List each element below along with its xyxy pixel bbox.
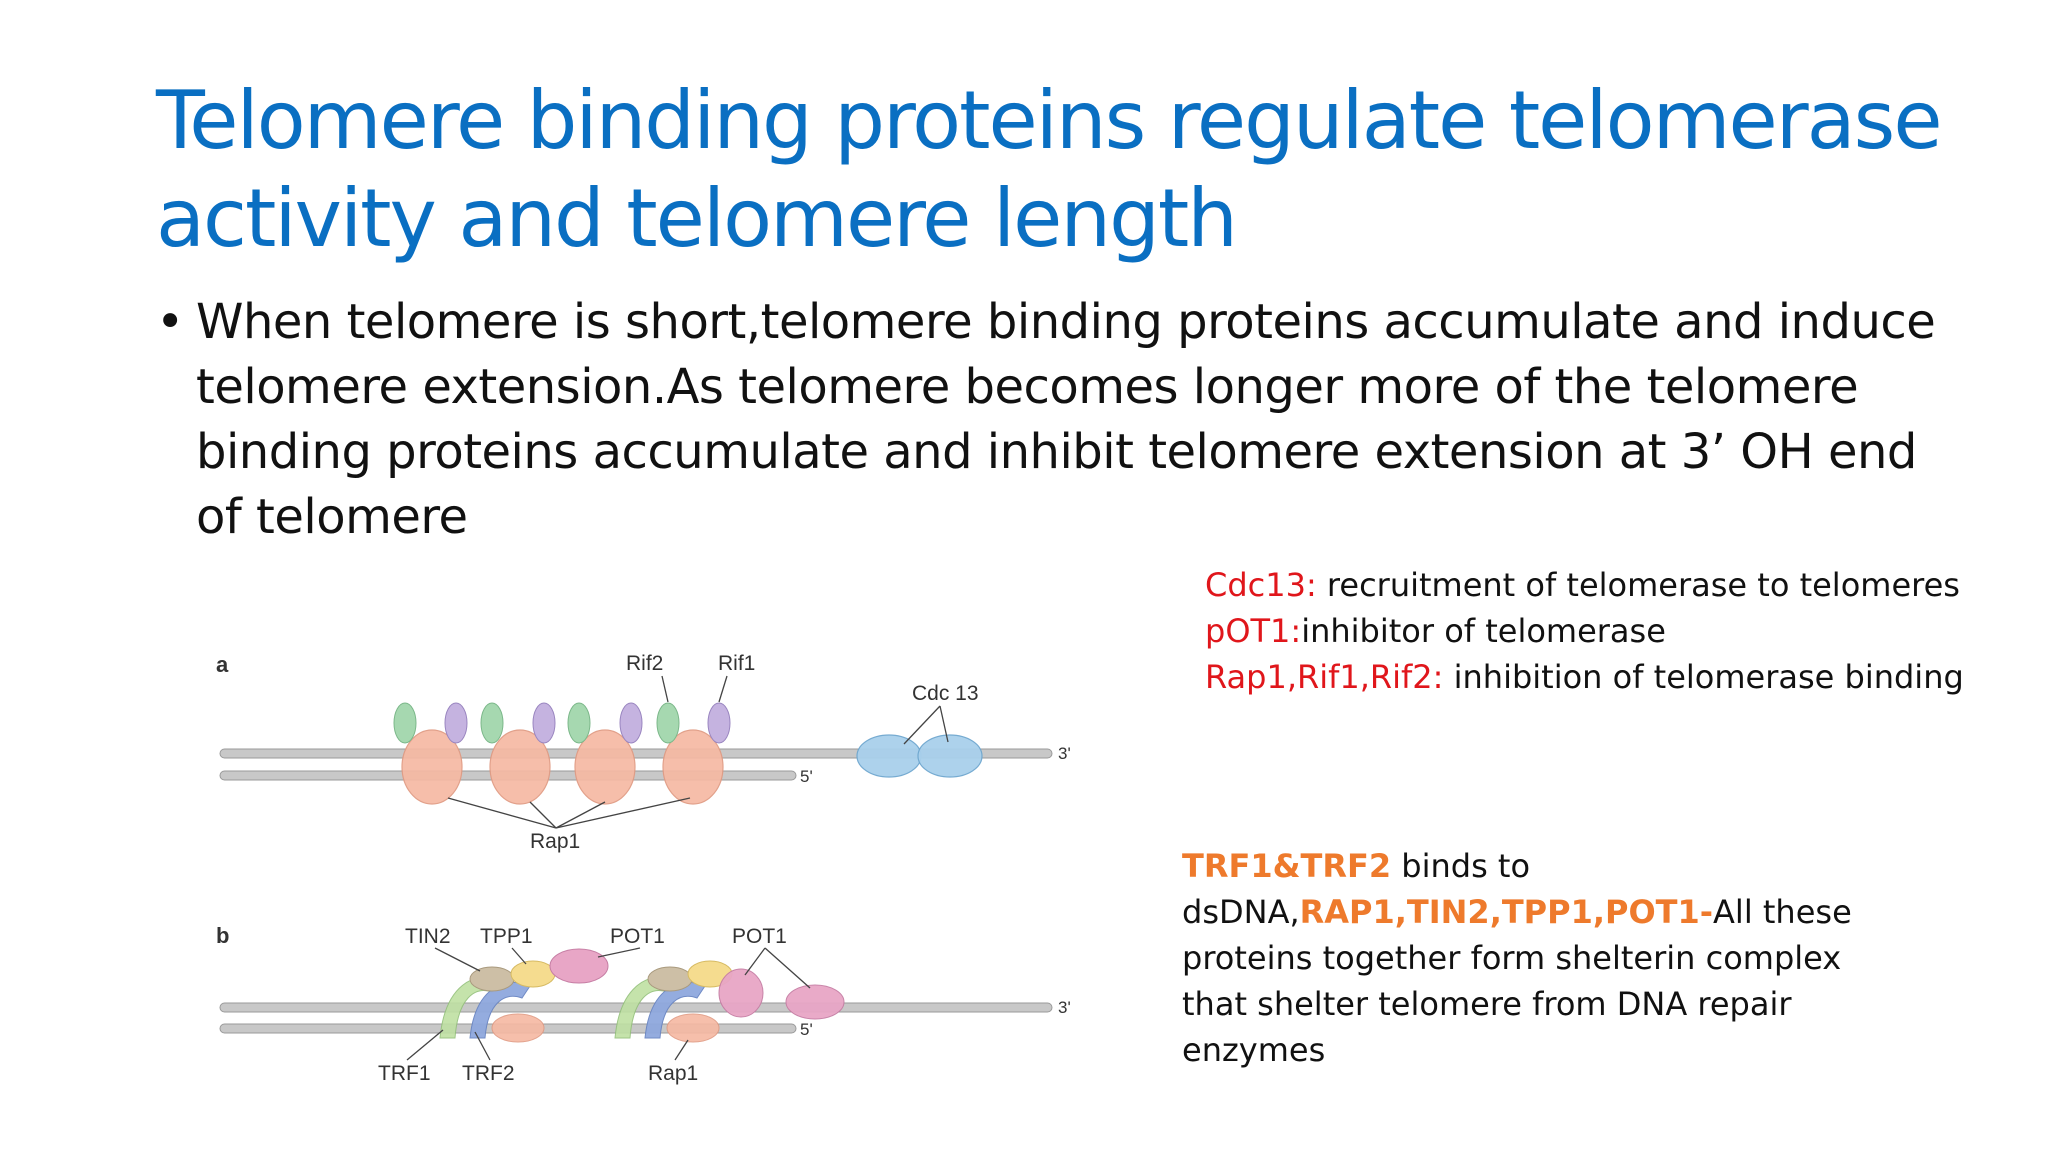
- shelterin-text-2: All these proteins together form shelter…: [1182, 893, 1852, 1069]
- rap1-protein: [574, 729, 636, 805]
- rap1-label: Rap1: [648, 1062, 698, 1085]
- note-rap1-rif: Rap1,Rif1,Rif2: inhibition of telomerase…: [1205, 654, 2025, 700]
- rif2-label: Rif2: [626, 652, 663, 675]
- tpp1-protein: [510, 960, 556, 988]
- rap1-protein: [489, 729, 551, 805]
- panel-b-label: b: [216, 923, 229, 948]
- rap1-protein: [491, 1013, 545, 1043]
- panel-b: b 3' 5' TIN2 TPP1 POT1 POT1: [216, 923, 1071, 1085]
- note-term: Rap1,Rif1,Rif2:: [1205, 658, 1444, 696]
- pot1-label: POT1: [732, 925, 787, 948]
- rif1-protein: [707, 702, 731, 744]
- panel-a-leader-lines: [447, 675, 949, 829]
- panel-a: a 3' 5' Rif2 Rif1: [216, 652, 1071, 853]
- note-term: pOT1:: [1205, 612, 1302, 650]
- bullet-symbol: •: [156, 294, 184, 350]
- rap1-label: Rap1: [530, 830, 580, 853]
- note-pot1: pOT1:inhibitor of telomerase: [1205, 608, 2025, 654]
- pot1-protein: [718, 968, 764, 1018]
- rap1-protein: [666, 1013, 720, 1043]
- rap1-protein: [401, 729, 463, 805]
- rif1-protein: [444, 702, 468, 744]
- end-3-label: 3': [1058, 744, 1071, 763]
- bullet-point: • When telomere is short,telomere bindin…: [156, 290, 1956, 550]
- cdc13-protein: [856, 734, 922, 778]
- telomere-diagram: a 3' 5' Rif2 Rif1: [216, 652, 1071, 1085]
- rif1-protein: [619, 702, 643, 744]
- rif2-protein: [393, 702, 417, 744]
- rif2-protein: [480, 702, 504, 744]
- note-term: Cdc13:: [1205, 566, 1317, 604]
- bullet-text: When telomere is short,telomere binding …: [196, 294, 1936, 545]
- rif1-protein: [532, 702, 556, 744]
- shelterin-text-1: binds to dsDNA,: [1182, 847, 1531, 931]
- protein-notes: Cdc13: recruitment of telomerase to telo…: [1205, 562, 2025, 700]
- pot1-protein: [549, 948, 609, 984]
- rap1-protein: [662, 729, 724, 805]
- tin2-protein: [647, 966, 693, 992]
- end-5-label: 5': [800, 767, 813, 786]
- tin2-protein: [469, 966, 515, 992]
- panel-b-leader-lines: [406, 947, 811, 1061]
- shelterin-trf: TRF1&TRF2: [1182, 847, 1392, 885]
- note-desc: recruitment of telomerase to telomeres: [1316, 566, 1960, 604]
- rif2-protein: [656, 702, 680, 744]
- shelterin-description: TRF1&TRF2 binds to dsDNA,RAP1,TIN2,TPP1,…: [1182, 843, 1872, 1073]
- rif2-protein: [567, 702, 591, 744]
- cdc13-protein: [917, 734, 983, 778]
- note-desc: inhibition of telomerase binding: [1443, 658, 1964, 696]
- rif1-label: Rif1: [718, 652, 755, 675]
- pot1-protein: [785, 984, 845, 1020]
- trf2-label: TRF2: [462, 1062, 515, 1085]
- cdc13-label: Cdc 13: [912, 682, 979, 705]
- slide-title: Telomere binding proteins regulate telom…: [156, 74, 1943, 265]
- tpp1-label: TPP1: [480, 925, 533, 948]
- tin2-label: TIN2: [405, 925, 451, 948]
- pot1-label: POT1: [610, 925, 665, 948]
- panel-a-label: a: [216, 652, 229, 677]
- trf1-label: TRF1: [378, 1062, 431, 1085]
- end-3-label: 3': [1058, 998, 1071, 1017]
- note-desc: inhibitor of telomerase: [1301, 612, 1666, 650]
- shelterin-proteins: RAP1,TIN2,TPP1,POT1-: [1299, 893, 1714, 931]
- end-5-label: 5': [800, 1020, 813, 1039]
- note-cdc13: Cdc13: recruitment of telomerase to telo…: [1205, 562, 2025, 608]
